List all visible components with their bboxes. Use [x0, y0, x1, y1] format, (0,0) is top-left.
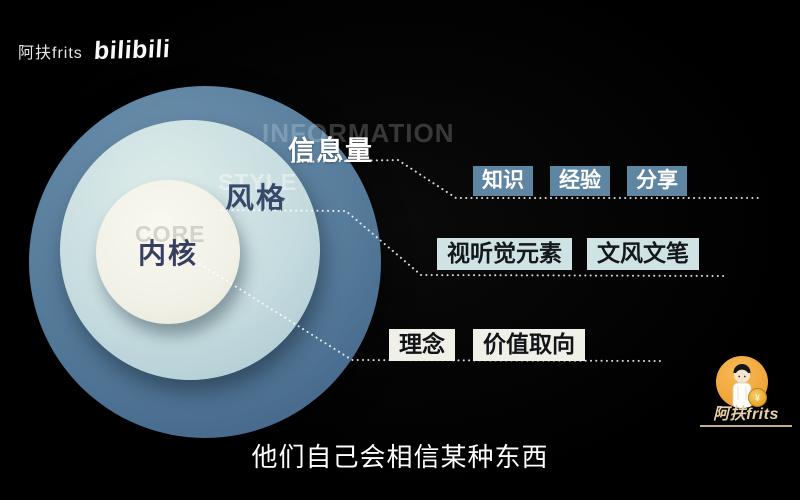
tag-audiovisual-elements: 视听觉元素 — [437, 238, 572, 270]
ring-core — [96, 180, 240, 324]
watermark-channel-name: 阿扶frits — [18, 45, 83, 62]
tag-writing-style: 文风文笔 — [587, 238, 699, 270]
channel-badge: ¥ 阿扶frits — [700, 352, 792, 428]
subtitle: 他们自己会相信某种东西 — [251, 442, 549, 472]
tag-knowledge: 知识 — [473, 166, 533, 196]
tag-row-information: 知识 经验 分享 — [473, 166, 687, 196]
tag-sharing: 分享 — [627, 166, 687, 196]
dotted-connector-style — [221, 209, 728, 277]
tag-experience: 经验 — [550, 166, 610, 196]
tag-row-core: 理念 价值取向 — [389, 329, 585, 361]
ring-label-core: 内核 — [138, 238, 199, 269]
person-icon — [732, 364, 752, 408]
dotted-connector-information — [291, 158, 762, 199]
watermark: 阿扶frits bilibili — [18, 35, 171, 65]
tag-value-orientation: 价值取向 — [473, 329, 585, 361]
tag-row-style: 视听觉元素 文风文笔 — [437, 238, 699, 270]
coin-icon: ¥ — [748, 388, 767, 407]
channel-name: 阿扶frits — [700, 406, 792, 427]
tag-philosophy: 理念 — [389, 329, 455, 361]
coin-glyph: ¥ — [754, 392, 760, 403]
